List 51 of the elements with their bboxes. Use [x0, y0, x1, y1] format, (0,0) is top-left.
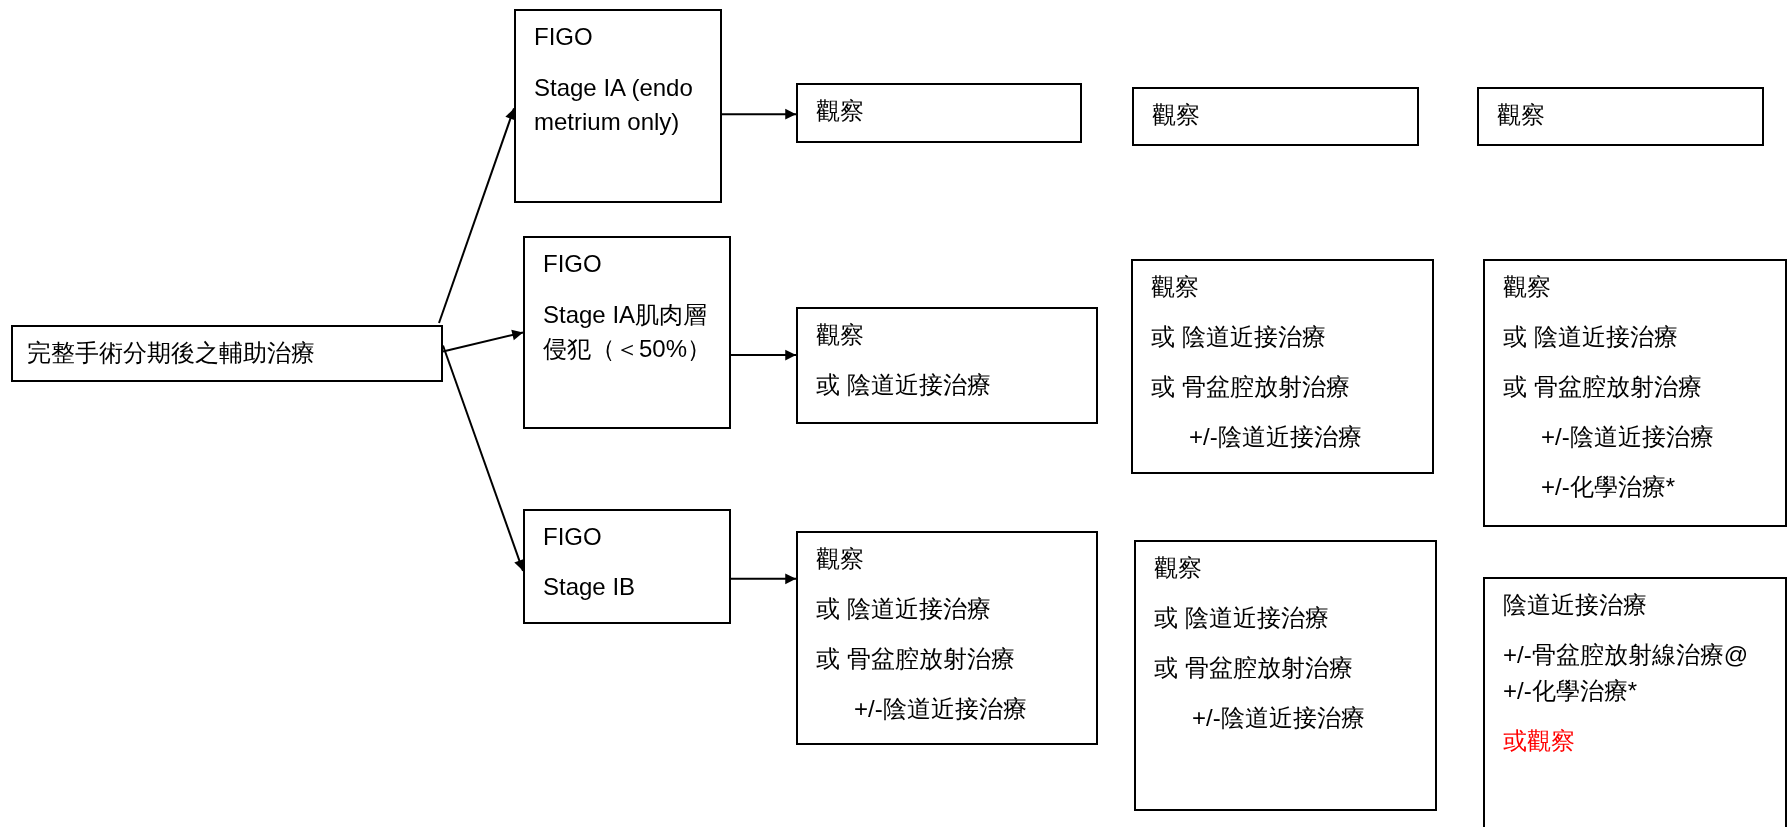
process-box — [523, 509, 731, 624]
box-text: +/-陰道近接治療 — [1540, 422, 1715, 452]
arrow — [442, 329, 524, 353]
process-box — [523, 236, 731, 429]
box-text: +/-化學治療* — [1503, 676, 1638, 706]
box-text: 或 陰道近接治療 — [1503, 322, 1679, 352]
arrow — [438, 107, 516, 324]
process-box — [1483, 577, 1787, 827]
process-box — [514, 9, 722, 203]
box-text: 觀察 — [816, 96, 865, 126]
box-text: Stage IB — [543, 572, 637, 602]
box-text: 或 陰道近接治療 — [816, 594, 992, 624]
process-box — [11, 325, 443, 382]
box-text: Stage IA肌肉層侵犯（＜50%） — [543, 300, 713, 364]
box-text: +/-骨盆腔放射線治療@ — [1503, 640, 1750, 670]
box-text: 觀察 — [1151, 272, 1200, 302]
arrow — [730, 573, 797, 585]
box-text: +/-化學治療* — [1540, 472, 1676, 502]
box-text: 觀察 — [816, 320, 865, 350]
box-text: 或 陰道近接治療 — [1154, 603, 1330, 633]
box-text: 或 骨盆腔放射治療 — [1151, 372, 1351, 402]
process-box — [796, 307, 1098, 424]
heading-text: FIGO — [543, 522, 603, 552]
box-text: 觀察 — [1497, 100, 1546, 130]
process-box — [1134, 540, 1437, 811]
box-text: 或 骨盆腔放射治療 — [1154, 653, 1354, 683]
process-box — [1483, 259, 1787, 527]
box-text: 觀察 — [1152, 100, 1201, 130]
arrow — [730, 349, 797, 361]
box-text: 或 骨盆腔放射治療 — [816, 644, 1016, 674]
box-text: 或觀察 — [1503, 726, 1576, 756]
heading-text: FIGO — [543, 249, 603, 279]
box-text: +/-陰道近接治療 — [1188, 422, 1363, 452]
arrow — [721, 108, 797, 120]
box-text: +/-陰道近接治療 — [1191, 703, 1366, 733]
box-text: Stage IA (endometrium only) — [534, 73, 694, 137]
box-text: 陰道近接治療 — [1503, 590, 1648, 620]
box-text: 觀察 — [1154, 553, 1203, 583]
box-text: 觀察 — [1503, 272, 1552, 302]
process-box — [796, 531, 1098, 745]
box-text: +/-陰道近接治療 — [853, 694, 1028, 724]
box-text: 觀察 — [816, 544, 865, 574]
heading-text: FIGO — [534, 22, 594, 52]
process-box — [796, 83, 1082, 143]
box-text: 完整手術分期後之輔助治療 — [27, 338, 316, 368]
process-box — [1132, 87, 1419, 146]
box-text: 或 陰道近接治療 — [1151, 322, 1327, 352]
box-text: 或 骨盆腔放射治療 — [1503, 372, 1703, 402]
process-box — [1131, 259, 1434, 474]
process-box — [1477, 87, 1764, 146]
box-text: 或 陰道近接治療 — [816, 370, 992, 400]
